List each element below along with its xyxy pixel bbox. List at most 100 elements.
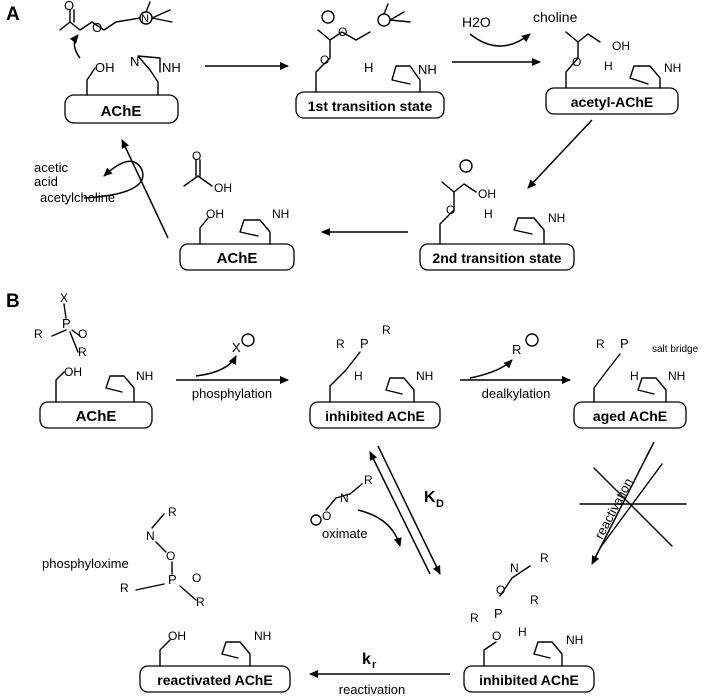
free-ache-box-label: AChE (217, 250, 258, 267)
b-or2-label: R (78, 345, 87, 359)
phosphyloxime-label: phosphyloxime (42, 556, 129, 571)
phosphyloxime-molecule: R N O R P O R (120, 505, 205, 609)
aged-nh-label: NH (668, 369, 685, 383)
aged-r1-label: R (596, 337, 605, 351)
n-plus-label: N (141, 13, 149, 25)
salt-bridge-label: salt bridge (652, 344, 699, 355)
kr-label: k (362, 651, 371, 668)
ester-o-label: O (92, 20, 102, 35)
b-p-label: P (62, 316, 71, 331)
reactivated-ache-box (139, 665, 291, 693)
x-minus-label: X (232, 340, 241, 355)
oximate-molecule: R N O (310, 473, 373, 526)
acetyl-h-label: H (604, 59, 613, 73)
acetyl-ache-box (545, 87, 679, 115)
acetyl-ache-box-label: acetyl-AChE (571, 94, 653, 110)
arrow-oximate-attack (357, 509, 402, 547)
ts1-o-label: O (338, 25, 347, 39)
arrow-acetyl-to-ts2 (527, 119, 593, 189)
po-r2-label: R (196, 595, 205, 609)
inhibited-ache-box-label: inhibited AChE (325, 408, 425, 424)
inh2-h-label: H (518, 625, 527, 639)
arrow-choline-release (469, 33, 531, 47)
ser-oh-label: OH (95, 60, 115, 75)
b-x-label: X (60, 291, 68, 305)
inh-h-label: H (354, 369, 363, 383)
free-ache-box (179, 243, 295, 271)
acetyl-oh-label: OH (612, 39, 630, 53)
ts1-complex: 1st transition state O O H NH (295, 3, 445, 119)
oximate-label: oximate (322, 526, 368, 541)
ts1-nh-label: NH (418, 62, 437, 77)
free-ache-oh-label: OH (206, 207, 224, 221)
aged-ache-box (573, 401, 687, 429)
react-oh-label: OH (168, 629, 186, 643)
inh-r2-label: R (382, 323, 391, 337)
ts1-box (295, 91, 445, 119)
b-o-label: O (78, 327, 87, 341)
b-nh-label: NH (136, 369, 153, 383)
oximate-o-label: O (322, 509, 331, 523)
inh-r1-label: R (336, 337, 345, 351)
inhibited-ache-oxime-complex: inhibited AChE O N R R P R O H NH (463, 551, 595, 693)
oximate-n-label: N (340, 491, 349, 505)
reactivated-ache-complex: reactivated AChE OH NH (139, 629, 291, 693)
water-label: H2O (462, 14, 491, 30)
cross-out-marks (579, 463, 687, 549)
ts1-o2-label: O (320, 53, 329, 67)
po-r1-label: R (120, 581, 129, 595)
b-ache-op-complex: AChE X P R O R OH NH (34, 291, 153, 429)
inh2-r-label: R (540, 551, 549, 565)
acetic-o-label: O (192, 149, 201, 163)
acetic-acid-molecule: O OH (183, 149, 232, 195)
free-ache-nh-label: NH (272, 207, 289, 221)
reactivation-label: reactivation (339, 682, 405, 697)
react-nh-label: NH (254, 629, 271, 643)
arrow-acetylcholine-in (83, 160, 144, 199)
po-o-label: O (166, 549, 175, 563)
free-ache-complex: AChE OH NH (179, 207, 295, 271)
inhibited-ache-box (309, 401, 441, 429)
b-r1-label: R (34, 327, 43, 341)
ache-substrate-complex: AChE OH N NH O O N (59, 0, 181, 124)
inh-p-label: P (360, 336, 369, 351)
ts2-box (419, 243, 575, 271)
inh2-nh-label: NH (566, 633, 583, 647)
his-n-label: N (130, 54, 139, 69)
arrow-x-release (195, 355, 237, 377)
ts1-box-label: 1st transition state (308, 98, 433, 114)
dealkylation-label: dealkylation (482, 386, 551, 401)
acetyl-nh-label: NH (664, 61, 681, 75)
panel-a-label: A (6, 4, 20, 25)
inh2-o2-label: O (492, 629, 501, 643)
ts2-complex: 2nd transition state O OH H NH (419, 159, 575, 271)
inhibited-ache-complex: inhibited AChE R P R H NH (309, 323, 441, 429)
ts2-box-label: 2nd transition state (432, 250, 561, 266)
aged-ache-complex: aged AChE R P salt bridge H NH (573, 336, 699, 429)
inh2-o-label: O (496, 583, 505, 597)
ts2-o-label: O (446, 203, 455, 217)
ts2-oh-label: OH (478, 187, 496, 201)
po-r-label: R (168, 505, 177, 519)
inh2-p-label: P (494, 606, 503, 621)
b-ache-box (39, 401, 153, 429)
ts2-h-label: H (484, 207, 493, 221)
arrow-cycle-return (121, 139, 169, 239)
his-nh-label: NH (162, 60, 181, 75)
kd-sub-label: D (436, 498, 444, 510)
inh-nh-label: NH (416, 369, 433, 383)
inhibited-ache2-box (463, 665, 595, 693)
po-p-label: P (168, 572, 177, 587)
choline-label: choline (533, 9, 578, 25)
reactivated-ache-box-label: reactivated AChE (157, 672, 272, 688)
carbonyl-o-label: O (64, 0, 74, 13)
kr-sub-label: r (372, 659, 377, 671)
phosphylation-label: phosphylation (192, 386, 272, 401)
ts2-nh-label: NH (548, 211, 565, 225)
aged-p-label: P (620, 336, 629, 351)
panel-b-label: B (6, 291, 20, 312)
arrow-kd-forward (377, 445, 441, 575)
arrow-r2-release (469, 359, 513, 379)
aged-ache-box-label: aged AChE (593, 408, 667, 424)
